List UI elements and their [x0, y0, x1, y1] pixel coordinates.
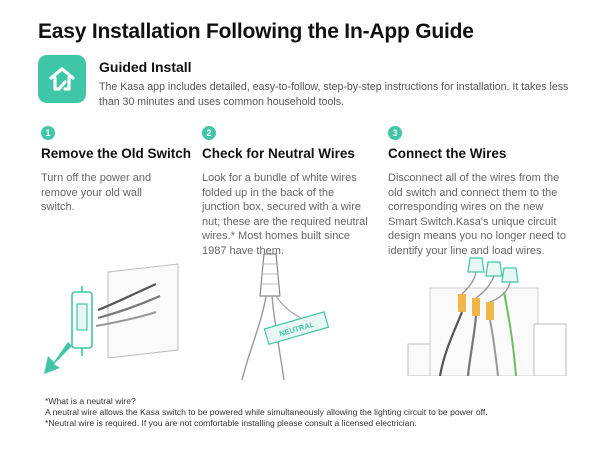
step-connect-wires: 3 Connect the Wires Disconnect all of th… [388, 126, 578, 258]
footnote-requirement: *Neutral wire is required. If you are no… [45, 418, 417, 429]
guided-install-description: The Kasa app includes detailed, easy-to-… [99, 81, 569, 108]
step-title: Remove the Old Switch [41, 146, 192, 161]
footnotes: *What is a neutral wire? A neutral wire … [45, 396, 590, 430]
guided-install-title: Guided Install [99, 59, 192, 75]
step-check-neutral-wires: 2 Check for Neutral Wires Look for a bun… [202, 126, 377, 258]
connect-wires-illustration [407, 257, 567, 376]
step-description: Look for a bundle of white wires folded … [202, 172, 368, 257]
neutral-wire-illustration: NEUTRAL [241, 253, 330, 381]
kasa-home-icon [38, 55, 86, 103]
step-description: Turn off the power and remove your old w… [41, 172, 152, 213]
step-description: Disconnect all of the wires from the old… [388, 172, 566, 257]
step-remove-old-switch: 1 Remove the Old Switch Turn off the pow… [41, 126, 191, 215]
remove-switch-illustration [44, 263, 179, 374]
step-number-badge: 2 [202, 126, 216, 140]
step-title: Connect the Wires [388, 146, 507, 161]
step-title: Check for Neutral Wires [202, 146, 355, 161]
page-title: Easy Installation Following the In-App G… [38, 20, 474, 43]
step-number-badge: 1 [41, 126, 55, 140]
step-number-badge: 3 [388, 126, 402, 140]
footnote-explanation: A neutral wire allows the Kasa switch to… [45, 407, 488, 418]
footnote-question: *What is a neutral wire? [45, 396, 136, 406]
